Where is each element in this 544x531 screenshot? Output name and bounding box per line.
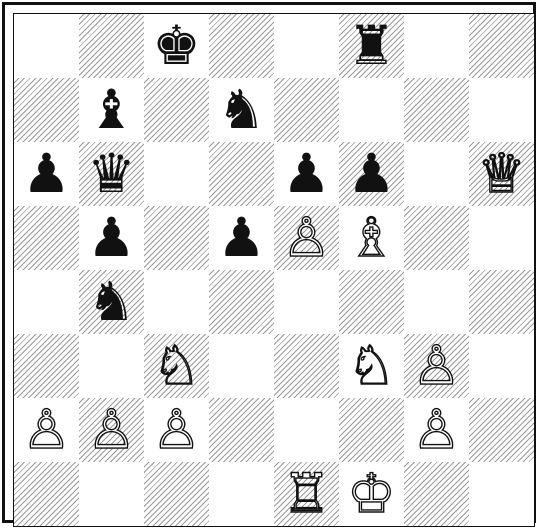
- square-g2[interactable]: ♙: [404, 398, 469, 462]
- square-g5[interactable]: [404, 206, 469, 270]
- square-d3[interactable]: [209, 334, 274, 398]
- square-f4[interactable]: [339, 270, 404, 334]
- chess-board: ♚♜♝♞♟♛♟♟♕♟♟♙♗♞♘♘♙♙♙♙♙♖♔: [14, 14, 534, 526]
- square-a5[interactable]: [14, 206, 79, 270]
- square-f1[interactable]: ♔: [339, 462, 404, 526]
- white-bishop-icon[interactable]: ♗: [339, 206, 404, 270]
- white-queen-icon[interactable]: ♕: [469, 142, 534, 206]
- square-b2[interactable]: ♙: [79, 398, 144, 462]
- square-h8[interactable]: [469, 14, 534, 78]
- square-d5[interactable]: ♟: [209, 206, 274, 270]
- white-pawn-icon[interactable]: ♙: [79, 398, 144, 462]
- square-h2[interactable]: [469, 398, 534, 462]
- square-e1[interactable]: ♖: [274, 462, 339, 526]
- square-b4[interactable]: ♞: [79, 270, 144, 334]
- square-f3[interactable]: ♘: [339, 334, 404, 398]
- white-pawn-icon[interactable]: ♙: [274, 206, 339, 270]
- square-e5[interactable]: ♙: [274, 206, 339, 270]
- square-a4[interactable]: [14, 270, 79, 334]
- square-c4[interactable]: [144, 270, 209, 334]
- white-pawn-icon[interactable]: ♙: [14, 398, 79, 462]
- black-pawn-icon[interactable]: ♟: [209, 206, 274, 270]
- black-knight-icon[interactable]: ♞: [209, 78, 274, 142]
- square-g3[interactable]: ♙: [404, 334, 469, 398]
- square-a8[interactable]: [14, 14, 79, 78]
- square-c2[interactable]: ♙: [144, 398, 209, 462]
- square-d2[interactable]: [209, 398, 274, 462]
- square-b3[interactable]: [79, 334, 144, 398]
- black-pawn-icon[interactable]: ♟: [14, 142, 79, 206]
- square-e7[interactable]: [274, 78, 339, 142]
- square-d6[interactable]: [209, 142, 274, 206]
- square-c3[interactable]: ♘: [144, 334, 209, 398]
- square-h3[interactable]: [469, 334, 534, 398]
- black-bishop-icon[interactable]: ♝: [79, 78, 144, 142]
- square-a6[interactable]: ♟: [14, 142, 79, 206]
- square-h1[interactable]: [469, 462, 534, 526]
- white-king-icon[interactable]: ♔: [339, 462, 404, 526]
- square-a3[interactable]: [14, 334, 79, 398]
- black-king-icon[interactable]: ♚: [144, 14, 209, 78]
- black-queen-icon[interactable]: ♛: [79, 142, 144, 206]
- square-g8[interactable]: [404, 14, 469, 78]
- square-d7[interactable]: ♞: [209, 78, 274, 142]
- white-rook-icon[interactable]: ♖: [274, 462, 339, 526]
- black-pawn-icon[interactable]: ♟: [79, 206, 144, 270]
- square-c1[interactable]: [144, 462, 209, 526]
- square-g1[interactable]: [404, 462, 469, 526]
- black-knight-icon[interactable]: ♞: [79, 270, 144, 334]
- board-frame: ♚♜♝♞♟♛♟♟♕♟♟♙♗♞♘♘♙♙♙♙♙♖♔: [2, 2, 536, 523]
- white-pawn-icon[interactable]: ♙: [404, 398, 469, 462]
- square-c6[interactable]: [144, 142, 209, 206]
- square-b8[interactable]: [79, 14, 144, 78]
- white-knight-icon[interactable]: ♘: [144, 334, 209, 398]
- square-h7[interactable]: [469, 78, 534, 142]
- square-f6[interactable]: ♟: [339, 142, 404, 206]
- square-e2[interactable]: [274, 398, 339, 462]
- square-g4[interactable]: [404, 270, 469, 334]
- square-h4[interactable]: [469, 270, 534, 334]
- black-pawn-icon[interactable]: ♟: [274, 142, 339, 206]
- white-pawn-icon[interactable]: ♙: [404, 334, 469, 398]
- square-b6[interactable]: ♛: [79, 142, 144, 206]
- square-c8[interactable]: ♚: [144, 14, 209, 78]
- square-b7[interactable]: ♝: [79, 78, 144, 142]
- square-f8[interactable]: ♜: [339, 14, 404, 78]
- square-g7[interactable]: [404, 78, 469, 142]
- square-g6[interactable]: [404, 142, 469, 206]
- square-d4[interactable]: [209, 270, 274, 334]
- square-c7[interactable]: [144, 78, 209, 142]
- black-pawn-icon[interactable]: ♟: [339, 142, 404, 206]
- square-e4[interactable]: [274, 270, 339, 334]
- square-a1[interactable]: [14, 462, 79, 526]
- square-f2[interactable]: [339, 398, 404, 462]
- square-b5[interactable]: ♟: [79, 206, 144, 270]
- square-h5[interactable]: [469, 206, 534, 270]
- square-a2[interactable]: ♙: [14, 398, 79, 462]
- square-e3[interactable]: [274, 334, 339, 398]
- black-rook-icon[interactable]: ♜: [339, 14, 404, 78]
- square-e6[interactable]: ♟: [274, 142, 339, 206]
- white-pawn-icon[interactable]: ♙: [144, 398, 209, 462]
- square-a7[interactable]: [14, 78, 79, 142]
- square-b1[interactable]: [79, 462, 144, 526]
- square-f7[interactable]: [339, 78, 404, 142]
- square-d1[interactable]: [209, 462, 274, 526]
- square-h6[interactable]: ♕: [469, 142, 534, 206]
- square-f5[interactable]: ♗: [339, 206, 404, 270]
- square-e8[interactable]: [274, 14, 339, 78]
- square-c5[interactable]: [144, 206, 209, 270]
- white-knight-icon[interactable]: ♘: [339, 334, 404, 398]
- square-d8[interactable]: [209, 14, 274, 78]
